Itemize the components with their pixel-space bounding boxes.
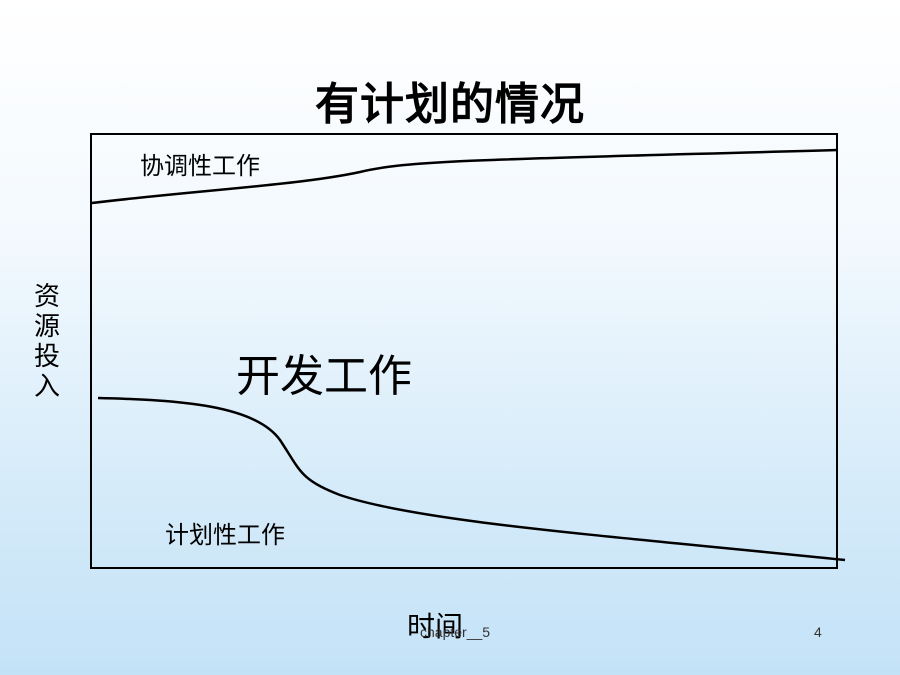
- footer-text: chapter__5: [420, 624, 491, 640]
- page-number: 4: [814, 624, 822, 640]
- y-axis-label: 资源投入: [32, 282, 62, 402]
- y-axis-label-char: 资: [33, 282, 60, 312]
- planning-work-label: 计划性工作: [165, 521, 285, 549]
- y-axis-label-char: 投: [33, 342, 60, 372]
- coordination-work-label: 协调性工作: [140, 152, 260, 180]
- diagram-frame: [90, 133, 838, 569]
- y-axis-label-char: 源: [33, 312, 60, 342]
- development-work-label: 开发工作: [236, 351, 412, 402]
- x-axis-label: 时间: [407, 610, 464, 643]
- slide-title: 有计划的情况: [315, 79, 585, 130]
- y-axis-label-char: 入: [33, 372, 60, 402]
